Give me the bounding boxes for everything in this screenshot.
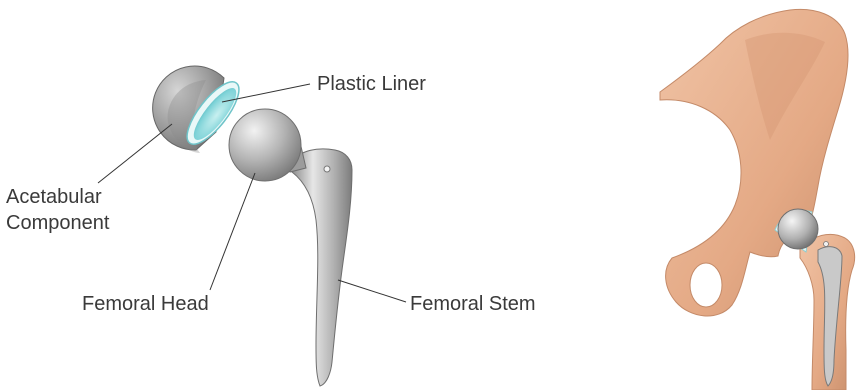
femoral-head bbox=[229, 109, 301, 181]
label-plastic-liner: Plastic Liner bbox=[317, 72, 426, 96]
label-femoral-head: Femoral Head bbox=[82, 292, 209, 316]
leader-femoral-head bbox=[210, 173, 255, 290]
leader-femoral-stem bbox=[338, 280, 406, 302]
femoral-stem bbox=[292, 149, 352, 386]
leader-acetabular bbox=[98, 124, 172, 183]
label-femoral-stem: Femoral Stem bbox=[410, 292, 536, 316]
femur-illustration bbox=[800, 234, 855, 390]
label-acetabular-line1: Acetabular bbox=[6, 185, 102, 209]
implant-head-in-pelvis bbox=[778, 209, 818, 249]
label-acetabular-line2: Component bbox=[6, 211, 109, 235]
obturator-foramen bbox=[690, 263, 722, 307]
